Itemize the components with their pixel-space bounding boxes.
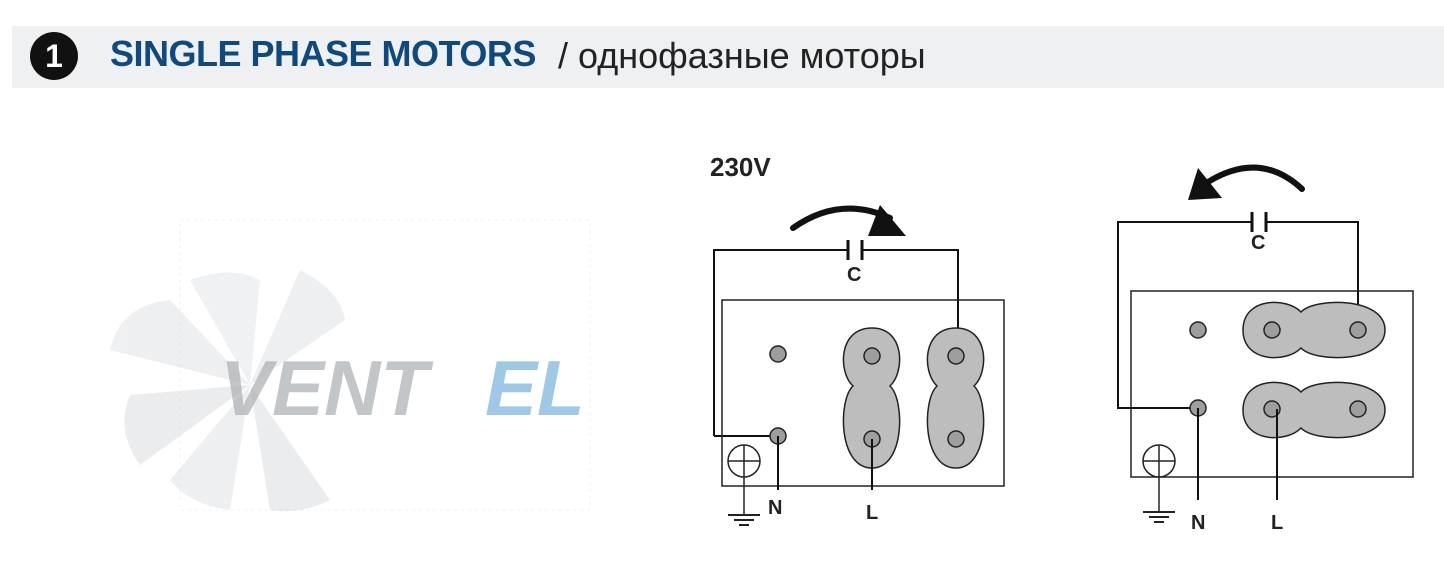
capacitor-wire — [1117, 221, 1359, 409]
terminal-dot — [863, 347, 881, 365]
rotation-arrow-ccw-icon — [1205, 164, 1305, 192]
neutral-label: N — [1191, 512, 1205, 534]
line-label: L — [1271, 512, 1283, 534]
arrowhead-icon — [868, 205, 906, 236]
arrowhead-icon — [1188, 168, 1222, 200]
terminal-box — [721, 299, 1005, 487]
logo-text-accent: EL — [485, 344, 585, 432]
terminal-dot — [1349, 400, 1367, 418]
wiring-diagram-left: 230V C N L — [710, 152, 1005, 526]
fan-logo-icon — [110, 270, 345, 512]
terminal-box — [1130, 290, 1414, 478]
capacitor-label: C — [1251, 232, 1265, 254]
ground-terminal-icon — [727, 444, 761, 526]
section-title-ru: / однофазные моторы — [558, 35, 926, 77]
terminal-dot — [1189, 321, 1207, 339]
terminal-dot — [1349, 321, 1367, 339]
terminal-dot — [947, 430, 965, 448]
terminal-bridge — [1242, 301, 1386, 359]
line-label: L — [866, 502, 878, 524]
logo-text-main: VENT — [220, 344, 434, 432]
neutral-label: N — [768, 497, 782, 519]
section-title-en: SINGLE PHASE MOTORS — [110, 33, 536, 74]
watermark-grid — [179, 219, 591, 511]
ground-terminal-icon — [1142, 444, 1176, 523]
capacitor-label: C — [847, 264, 861, 286]
terminal-dot — [769, 345, 787, 363]
capacitor-wire — [713, 249, 959, 436]
brand-watermark: VENT EL — [110, 219, 591, 512]
voltage-label: 230V — [710, 152, 771, 182]
terminal-bridge — [1242, 381, 1386, 439]
section-number-badge: 1 — [30, 32, 78, 80]
wiring-diagram-right: C N L — [1117, 164, 1414, 534]
section-header — [12, 26, 1444, 88]
title-ru-text: однофазные моторы — [578, 35, 926, 76]
terminal-dot — [1263, 321, 1281, 339]
terminal-dot — [947, 347, 965, 365]
title-separator: / — [558, 35, 579, 76]
terminal-bridge — [926, 327, 985, 469]
